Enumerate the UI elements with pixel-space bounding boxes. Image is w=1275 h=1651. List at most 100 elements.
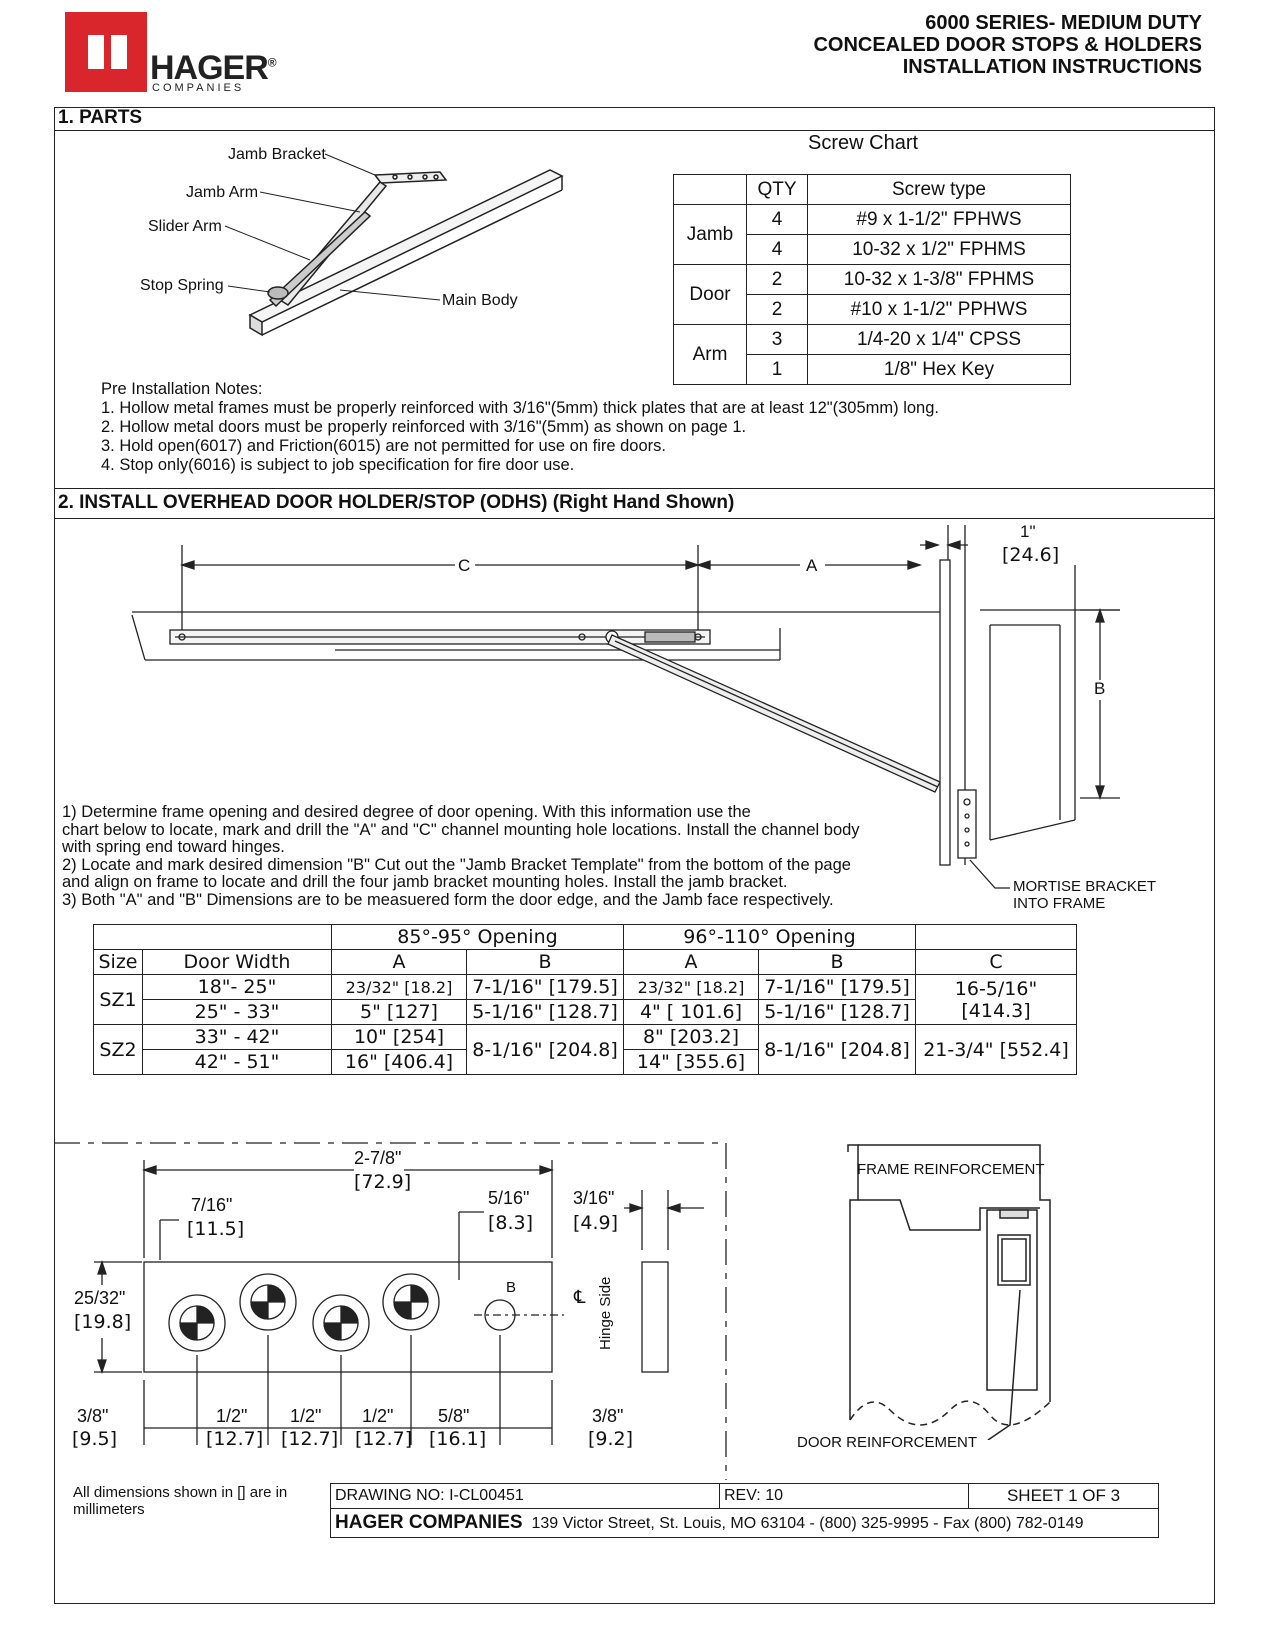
tpl-bottom-mm: [12.7]	[206, 1428, 264, 1450]
dim-table-open1: 85°-95° Opening	[331, 924, 624, 950]
install-drawing	[131, 525, 1120, 889]
dim-table-corner	[93, 924, 332, 950]
mortise-line: INTO FRAME	[1013, 895, 1106, 912]
tpl-bottom-mm: [9.5]	[72, 1428, 118, 1450]
dim-cell: 4" [ 101.6]	[623, 999, 759, 1025]
label-main-body: Main Body	[442, 292, 518, 309]
dim-cell: 14" [355.6]	[623, 1049, 759, 1075]
doc-title-line2: CONCEALED DOOR STOPS & HOLDERS	[813, 34, 1202, 56]
tpl-bottom-mm: [9.2]	[588, 1428, 634, 1450]
dim-cell: 8-1/16" [204.8]	[466, 1024, 624, 1075]
dim-cell: 5" [127]	[331, 999, 467, 1025]
note-line: 3. Hold open(6017) and Friction(6015) ar…	[101, 437, 666, 455]
screw-group: Jamb	[673, 204, 747, 265]
logo-notch	[88, 35, 104, 69]
frame-reinforcement-label: FRAME REINFORCEMENT	[857, 1161, 1045, 1178]
dim-a-label: A	[806, 556, 818, 575]
screw-type: #9 x 1-1/2" FPHWS	[807, 204, 1071, 235]
tpl-hinge-side: Hinge Side	[597, 1276, 614, 1350]
dim-col-b: B	[466, 949, 624, 975]
divider	[54, 518, 1215, 519]
dim-cell: 25" - 33"	[142, 999, 332, 1025]
note-line: 2. Hollow metal doors must be properly r…	[101, 418, 747, 436]
dim-table-blank	[915, 924, 1077, 950]
mortise-label: MORTISE BRACKET INTO FRAME	[1013, 878, 1156, 912]
section-heading-install: 2. INSTALL OVERHEAD DOOR HOLDER/STOP (OD…	[58, 492, 735, 513]
sheet-number: SHEET 1 OF 3	[968, 1483, 1159, 1509]
screw-corner	[673, 174, 747, 205]
dim-col-b: B	[758, 949, 916, 975]
units-note-line: All dimensions shown in [] are in	[73, 1484, 288, 1501]
tpl-height-in: 25/32"	[74, 1288, 126, 1308]
dim-cell: 7-1/16" [179.5]	[466, 974, 624, 1000]
doc-title-line1: 6000 SERIES- MEDIUM DUTY	[925, 12, 1202, 34]
jamb-bracket-template	[54, 1142, 727, 1480]
tpl-516-mm: [8.3]	[488, 1212, 534, 1234]
logo-wordmark: HAGER®	[150, 49, 277, 87]
screw-chart-title: Screw Chart	[808, 132, 919, 154]
label-jamb-arm: Jamb Arm	[186, 184, 259, 201]
company-address: 139 Victor Street, St. Louis, MO 63104 -…	[531, 1515, 1084, 1532]
dim-cell: 7-1/16" [179.5]	[758, 974, 916, 1000]
section-heading-parts: 1. PARTS	[58, 107, 143, 128]
parts-drawing	[224, 153, 564, 337]
screw-type: #10 x 1-1/2" PPHWS	[807, 294, 1071, 325]
note-line: 1. Hollow metal frames must be properly …	[101, 399, 939, 417]
note-line: 4. Stop only(6016) is subject to job spe…	[101, 456, 575, 474]
door-reinforcement-label: DOOR REINFORCEMENT	[797, 1434, 977, 1451]
step-line: chart below to locate, mark and drill th…	[62, 820, 860, 839]
step-line: 1) Determine frame opening and desired d…	[62, 803, 751, 821]
step-line: with spring end toward hinges.	[62, 838, 285, 857]
tpl-bottom-mm: [12.7]	[281, 1428, 339, 1450]
dim-cell: 10" [254]	[331, 1024, 467, 1050]
tpl-bottom-in: 3/8"	[77, 1406, 109, 1426]
tpl-centerline: ℄	[574, 1287, 586, 1308]
label-stop-spring: Stop Spring	[140, 277, 224, 294]
dim-cell: 16" [406.4]	[331, 1049, 467, 1075]
tpl-716-in: 7/16"	[191, 1195, 233, 1215]
dim-cell: 8" [203.2]	[623, 1024, 759, 1050]
dim-1in: 1"	[1020, 522, 1036, 541]
dim-cell: 23/32" [18.2]	[331, 974, 467, 1000]
dim-cell: 23/32" [18.2]	[623, 974, 759, 1000]
tpl-bottom-in: 1/2"	[362, 1406, 394, 1426]
tpl-bottom-in: 3/8"	[592, 1406, 624, 1426]
logo-subtitle: COMPANIES	[152, 82, 245, 94]
dim-c-label: C	[458, 556, 471, 575]
tpl-overall-in: 2-7/8"	[354, 1148, 402, 1168]
dim-size: SZ2	[93, 1024, 143, 1075]
dim-col-width: Door Width	[142, 949, 332, 975]
notes-title: Pre Installation Notes:	[101, 380, 263, 398]
reinforcement-drawing	[847, 1144, 1051, 1440]
divider	[54, 488, 1215, 489]
dim-cell: 42" - 51"	[142, 1049, 332, 1075]
dim-cell: 16-5/16" [414.3]	[915, 974, 1077, 1025]
dim-cell: 21-3/4" [552.4]	[915, 1024, 1077, 1075]
dim-cell: 33" - 42"	[142, 1024, 332, 1050]
dim-col-a: A	[623, 949, 759, 975]
tpl-bottom-in: 1/2"	[216, 1406, 248, 1426]
mortise-line: MORTISE BRACKET	[1013, 878, 1157, 895]
dim-col-c: C	[915, 949, 1077, 975]
step-line: 3) Both "A" and "B" Dimensions are to be…	[62, 890, 834, 909]
dim-col-size: Size	[93, 949, 143, 975]
tpl-316-mm: [4.9]	[573, 1212, 619, 1234]
screw-type: 1/8" Hex Key	[807, 354, 1071, 385]
screw-chart-table: QTY Screw type Jamb 4 #9 x 1-1/2" FPHWS …	[673, 174, 1071, 385]
units-note: All dimensions shown in [] are in millim…	[73, 1484, 287, 1518]
pre-install-notes: Pre Installation Notes: 1. Hollow metal …	[101, 380, 939, 475]
dim-1in-mm: [24.6]	[1002, 544, 1060, 566]
logo-mark	[65, 12, 147, 92]
page-frame	[54, 107, 1215, 1604]
dim-cell: 8-1/16" [204.8]	[758, 1024, 916, 1075]
units-note-line: millimeters	[73, 1501, 145, 1518]
divider	[54, 130, 1215, 131]
tpl-716-mm: [11.5]	[187, 1218, 245, 1240]
dim-cell: 5-1/16" [128.7]	[758, 999, 916, 1025]
dim-b-label: B	[1094, 679, 1106, 698]
logo-notch	[111, 35, 127, 69]
tpl-hole-b: B	[506, 1279, 517, 1296]
hole	[168, 1294, 226, 1352]
dim-col-a: A	[331, 949, 467, 975]
tpl-bottom-mm: [12.7]	[355, 1428, 413, 1450]
